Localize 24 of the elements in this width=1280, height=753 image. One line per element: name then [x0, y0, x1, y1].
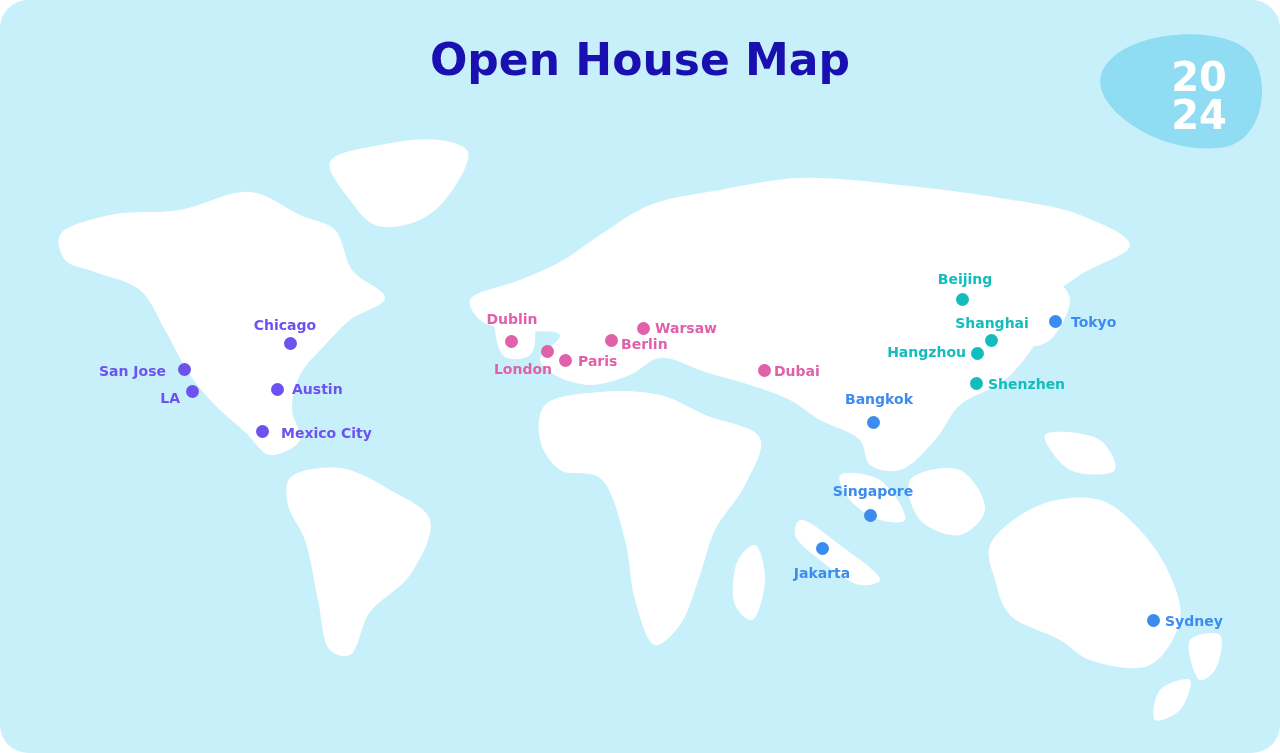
city-name: Warsaw	[655, 320, 717, 336]
location-dot	[185, 384, 199, 398]
location-dot	[540, 344, 554, 358]
city-name: Singapore	[832, 483, 914, 499]
city-name: Austin	[292, 381, 343, 397]
city-name: Beijing	[937, 271, 993, 287]
city-name: Shanghai	[955, 315, 1029, 331]
city-name: Sydney	[1165, 613, 1223, 629]
city-name: Dublin	[486, 311, 538, 327]
city-name: Paris	[578, 353, 618, 369]
year-label: 2024	[1170, 58, 1228, 134]
city-name: San Jose	[98, 363, 166, 379]
city-name: Mexico City	[281, 425, 372, 441]
city-name: Tokyo	[1071, 314, 1117, 330]
city-name: Shenzhen	[988, 376, 1066, 392]
city-name: London	[493, 361, 553, 377]
city-name: LA	[160, 390, 180, 406]
city-name: Hangzhou	[887, 344, 966, 360]
city-name: Dubai	[774, 363, 820, 379]
map-title: Open House Map	[429, 34, 851, 85]
city-name: Berlin	[621, 336, 668, 352]
city-name: Chicago	[253, 317, 317, 333]
city-name: Jakarta	[793, 565, 851, 581]
city-name: Bangkok	[845, 391, 913, 407]
